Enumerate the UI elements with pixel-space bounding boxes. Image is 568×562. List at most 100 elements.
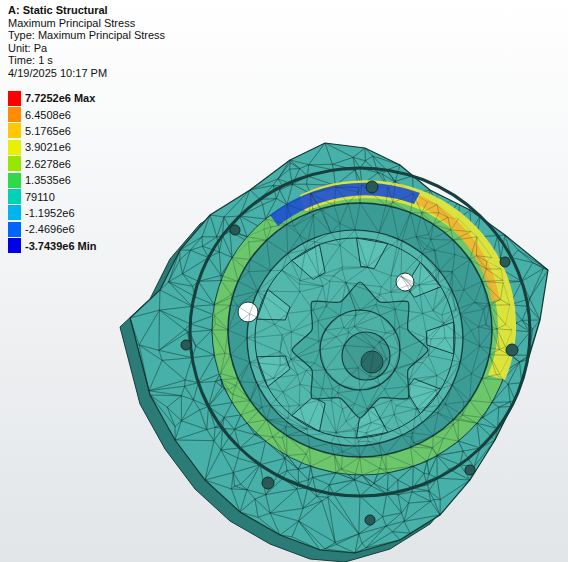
mesh-element	[139, 345, 162, 360]
mesh-element	[205, 473, 233, 489]
mesh-element	[307, 400, 336, 432]
mesh-element	[423, 313, 444, 338]
mesh-element	[452, 385, 469, 402]
mesh-element	[442, 292, 456, 315]
mesh-element	[250, 362, 274, 383]
mesh-element	[384, 386, 407, 400]
mesh-element	[190, 324, 212, 332]
mesh-element	[317, 496, 328, 500]
mesh-element	[386, 435, 411, 454]
mesh-element	[319, 276, 333, 282]
mesh-element	[299, 521, 325, 550]
mesh-element	[438, 404, 453, 420]
mesh-element	[415, 355, 428, 362]
mesh-element	[411, 194, 422, 213]
mesh-element	[325, 143, 365, 157]
mesh-element	[400, 313, 427, 338]
mesh-element	[180, 215, 210, 250]
mesh-element	[319, 245, 342, 275]
mesh-element	[464, 259, 482, 290]
mesh-element	[386, 350, 400, 369]
mesh-element	[159, 310, 190, 329]
mesh-element	[386, 330, 395, 334]
mesh-element	[205, 441, 221, 480]
legend-value: 6.4508e6	[25, 109, 71, 121]
mesh-element	[250, 362, 280, 378]
mesh-element	[287, 204, 309, 226]
mesh-element	[395, 370, 410, 386]
mesh-element	[413, 409, 423, 433]
mesh-element	[344, 333, 374, 348]
mesh-element	[311, 185, 336, 193]
legend-swatch	[8, 156, 21, 171]
mesh-element	[452, 362, 471, 385]
mesh-element	[470, 256, 487, 269]
mesh-element	[505, 235, 518, 258]
mesh-element	[250, 179, 278, 190]
mesh-element	[411, 447, 427, 466]
mesh-element	[299, 384, 319, 405]
mesh-element	[336, 469, 355, 480]
mesh-element	[228, 330, 247, 355]
mesh-element	[394, 415, 412, 436]
mesh-element	[221, 355, 238, 379]
mesh-element	[192, 346, 214, 357]
mesh-element	[228, 306, 250, 330]
mesh-element	[298, 469, 308, 482]
mesh-element	[391, 292, 410, 310]
legend-value: -3.7439e6 Min	[25, 240, 97, 252]
mesh-element	[411, 213, 422, 237]
legend-value: 2.6278e6	[25, 158, 71, 170]
mesh-element	[267, 224, 288, 253]
mesh-element	[262, 405, 271, 419]
mesh-element	[342, 267, 367, 269]
mesh-element	[384, 370, 407, 389]
legend-row: 3.9021e6	[8, 139, 97, 155]
mesh-element	[287, 310, 313, 332]
mesh-element	[247, 324, 282, 338]
mesh-element	[379, 435, 402, 454]
mesh-element	[489, 305, 505, 329]
mesh-element	[437, 441, 463, 455]
mesh-element	[380, 309, 395, 330]
mesh-element	[290, 143, 325, 165]
mesh-element	[306, 242, 319, 276]
mesh-element	[500, 283, 509, 305]
mesh-element	[235, 415, 248, 429]
mesh-element	[247, 407, 267, 423]
mesh-element	[460, 314, 478, 330]
mesh-element	[336, 534, 358, 553]
mesh-element	[240, 362, 256, 383]
mesh-element	[311, 187, 336, 205]
mesh-element	[355, 540, 400, 553]
header-label: 4/19/2025 10:17 PM	[8, 67, 165, 80]
mesh-element	[448, 217, 458, 229]
legend-row: 7.7252e6 Max	[8, 90, 97, 106]
mesh-element	[482, 269, 503, 281]
mesh-element	[162, 358, 192, 380]
mesh-element	[453, 237, 477, 260]
mesh-element	[329, 480, 354, 494]
mesh-element	[486, 325, 497, 330]
mesh-element	[477, 237, 492, 258]
mesh-element	[159, 306, 192, 324]
legend-swatch	[8, 238, 21, 253]
mesh-element	[433, 311, 444, 324]
header-label: Type: Maximum Principal Stress	[8, 29, 165, 42]
mesh-element	[431, 239, 454, 250]
mesh-element	[214, 353, 225, 373]
mesh-element	[288, 405, 307, 429]
mesh-element	[486, 261, 501, 269]
mesh-element	[205, 450, 233, 480]
legend-value: 79110	[25, 191, 55, 203]
mesh-element	[323, 281, 330, 306]
legend-swatch	[8, 107, 21, 122]
mesh-element	[422, 202, 437, 213]
header-label: Maximum Principal Stress	[8, 17, 165, 30]
mesh-element	[190, 306, 214, 324]
mesh-element	[237, 291, 257, 314]
mesh-element	[282, 270, 300, 284]
mesh-element	[470, 259, 487, 281]
legend-value: -2.4696e6	[25, 223, 75, 235]
mesh-element	[449, 272, 452, 291]
